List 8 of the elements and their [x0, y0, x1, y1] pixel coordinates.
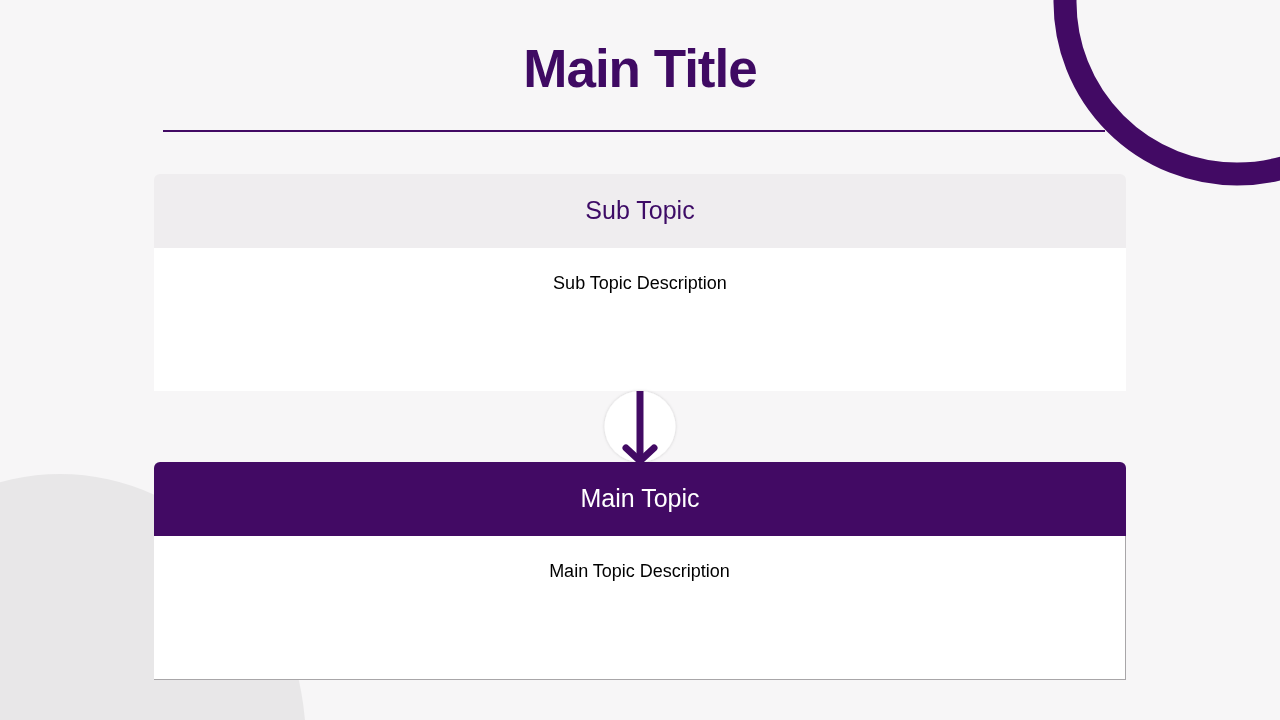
card-description: Main Topic Description: [549, 560, 730, 583]
topic-card: [154, 174, 1126, 391]
card-description: Sub Topic Description: [553, 272, 727, 295]
down-arrow: [622, 391, 658, 465]
title: Main Title: [523, 42, 757, 95]
topic-card: [154, 462, 1126, 680]
card-heading: Sub Topic: [585, 195, 695, 227]
card-heading: Main Topic: [580, 483, 700, 515]
